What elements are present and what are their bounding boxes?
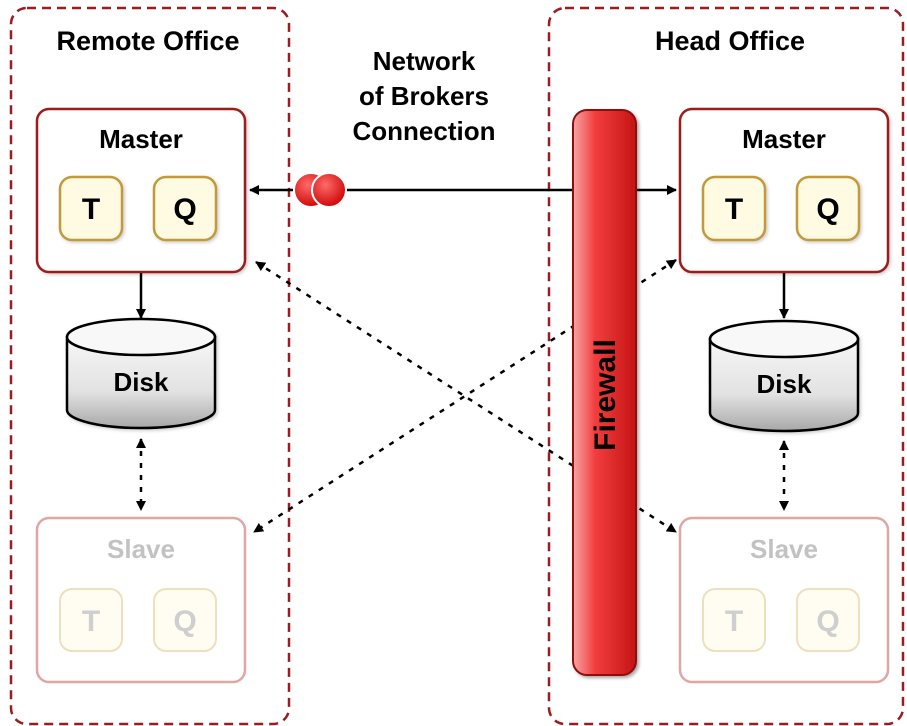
head-slave-queue-token (796, 588, 860, 652)
network-label-line-3: Connection (353, 116, 496, 146)
network-label-line-1: Network (373, 46, 476, 76)
remote-slave-title: Slave (107, 534, 175, 564)
firewall: Firewall (572, 109, 637, 676)
remote-master-title: Master (99, 124, 183, 154)
head-slave-queue-label: Q (816, 605, 839, 638)
network-label-line-2: of Brokers (359, 81, 489, 111)
remote-slave-queue-label: Q (173, 605, 196, 638)
head-master-broker: Master T Q (678, 107, 890, 274)
remote-office-boundary (9, 6, 291, 726)
remote-slave-queue-token (153, 588, 217, 652)
head-office-title: Head Office (655, 26, 805, 56)
remote-master-topic-token (58, 175, 124, 242)
remote-master-broker: Master T Q (35, 107, 247, 274)
remote-slave-broker: Slave T Q (35, 516, 247, 684)
head-disk-label: Disk (757, 369, 812, 399)
remote-master-topic-label: T (82, 193, 100, 226)
head-slave-topic-label: T (725, 605, 743, 638)
head-slave-topic-token (702, 588, 766, 652)
remote-office-title: Remote Office (56, 26, 239, 56)
remote-disk-label: Disk (114, 367, 169, 397)
remote-master-queue-label: Q (173, 193, 196, 226)
head-master-title: Master (742, 124, 826, 154)
remote-slave-topic-token (59, 588, 123, 652)
remote-slave-topic-label: T (82, 605, 100, 638)
firewall-label: Firewall (589, 339, 622, 451)
remote-disk (65, 317, 217, 430)
network-label: Network of Brokers Connection (353, 46, 496, 146)
head-master-topic-label: T (725, 193, 743, 226)
head-master-topic-token (701, 175, 767, 242)
head-slave-title: Slave (750, 534, 818, 564)
head-disk (708, 319, 860, 433)
head-slave-broker: Slave T Q (678, 516, 890, 684)
head-master-queue-label: Q (816, 193, 839, 226)
head-master-queue-token (795, 175, 861, 242)
remote-master-queue-token (152, 175, 218, 242)
network-connector-icon (293, 172, 347, 208)
